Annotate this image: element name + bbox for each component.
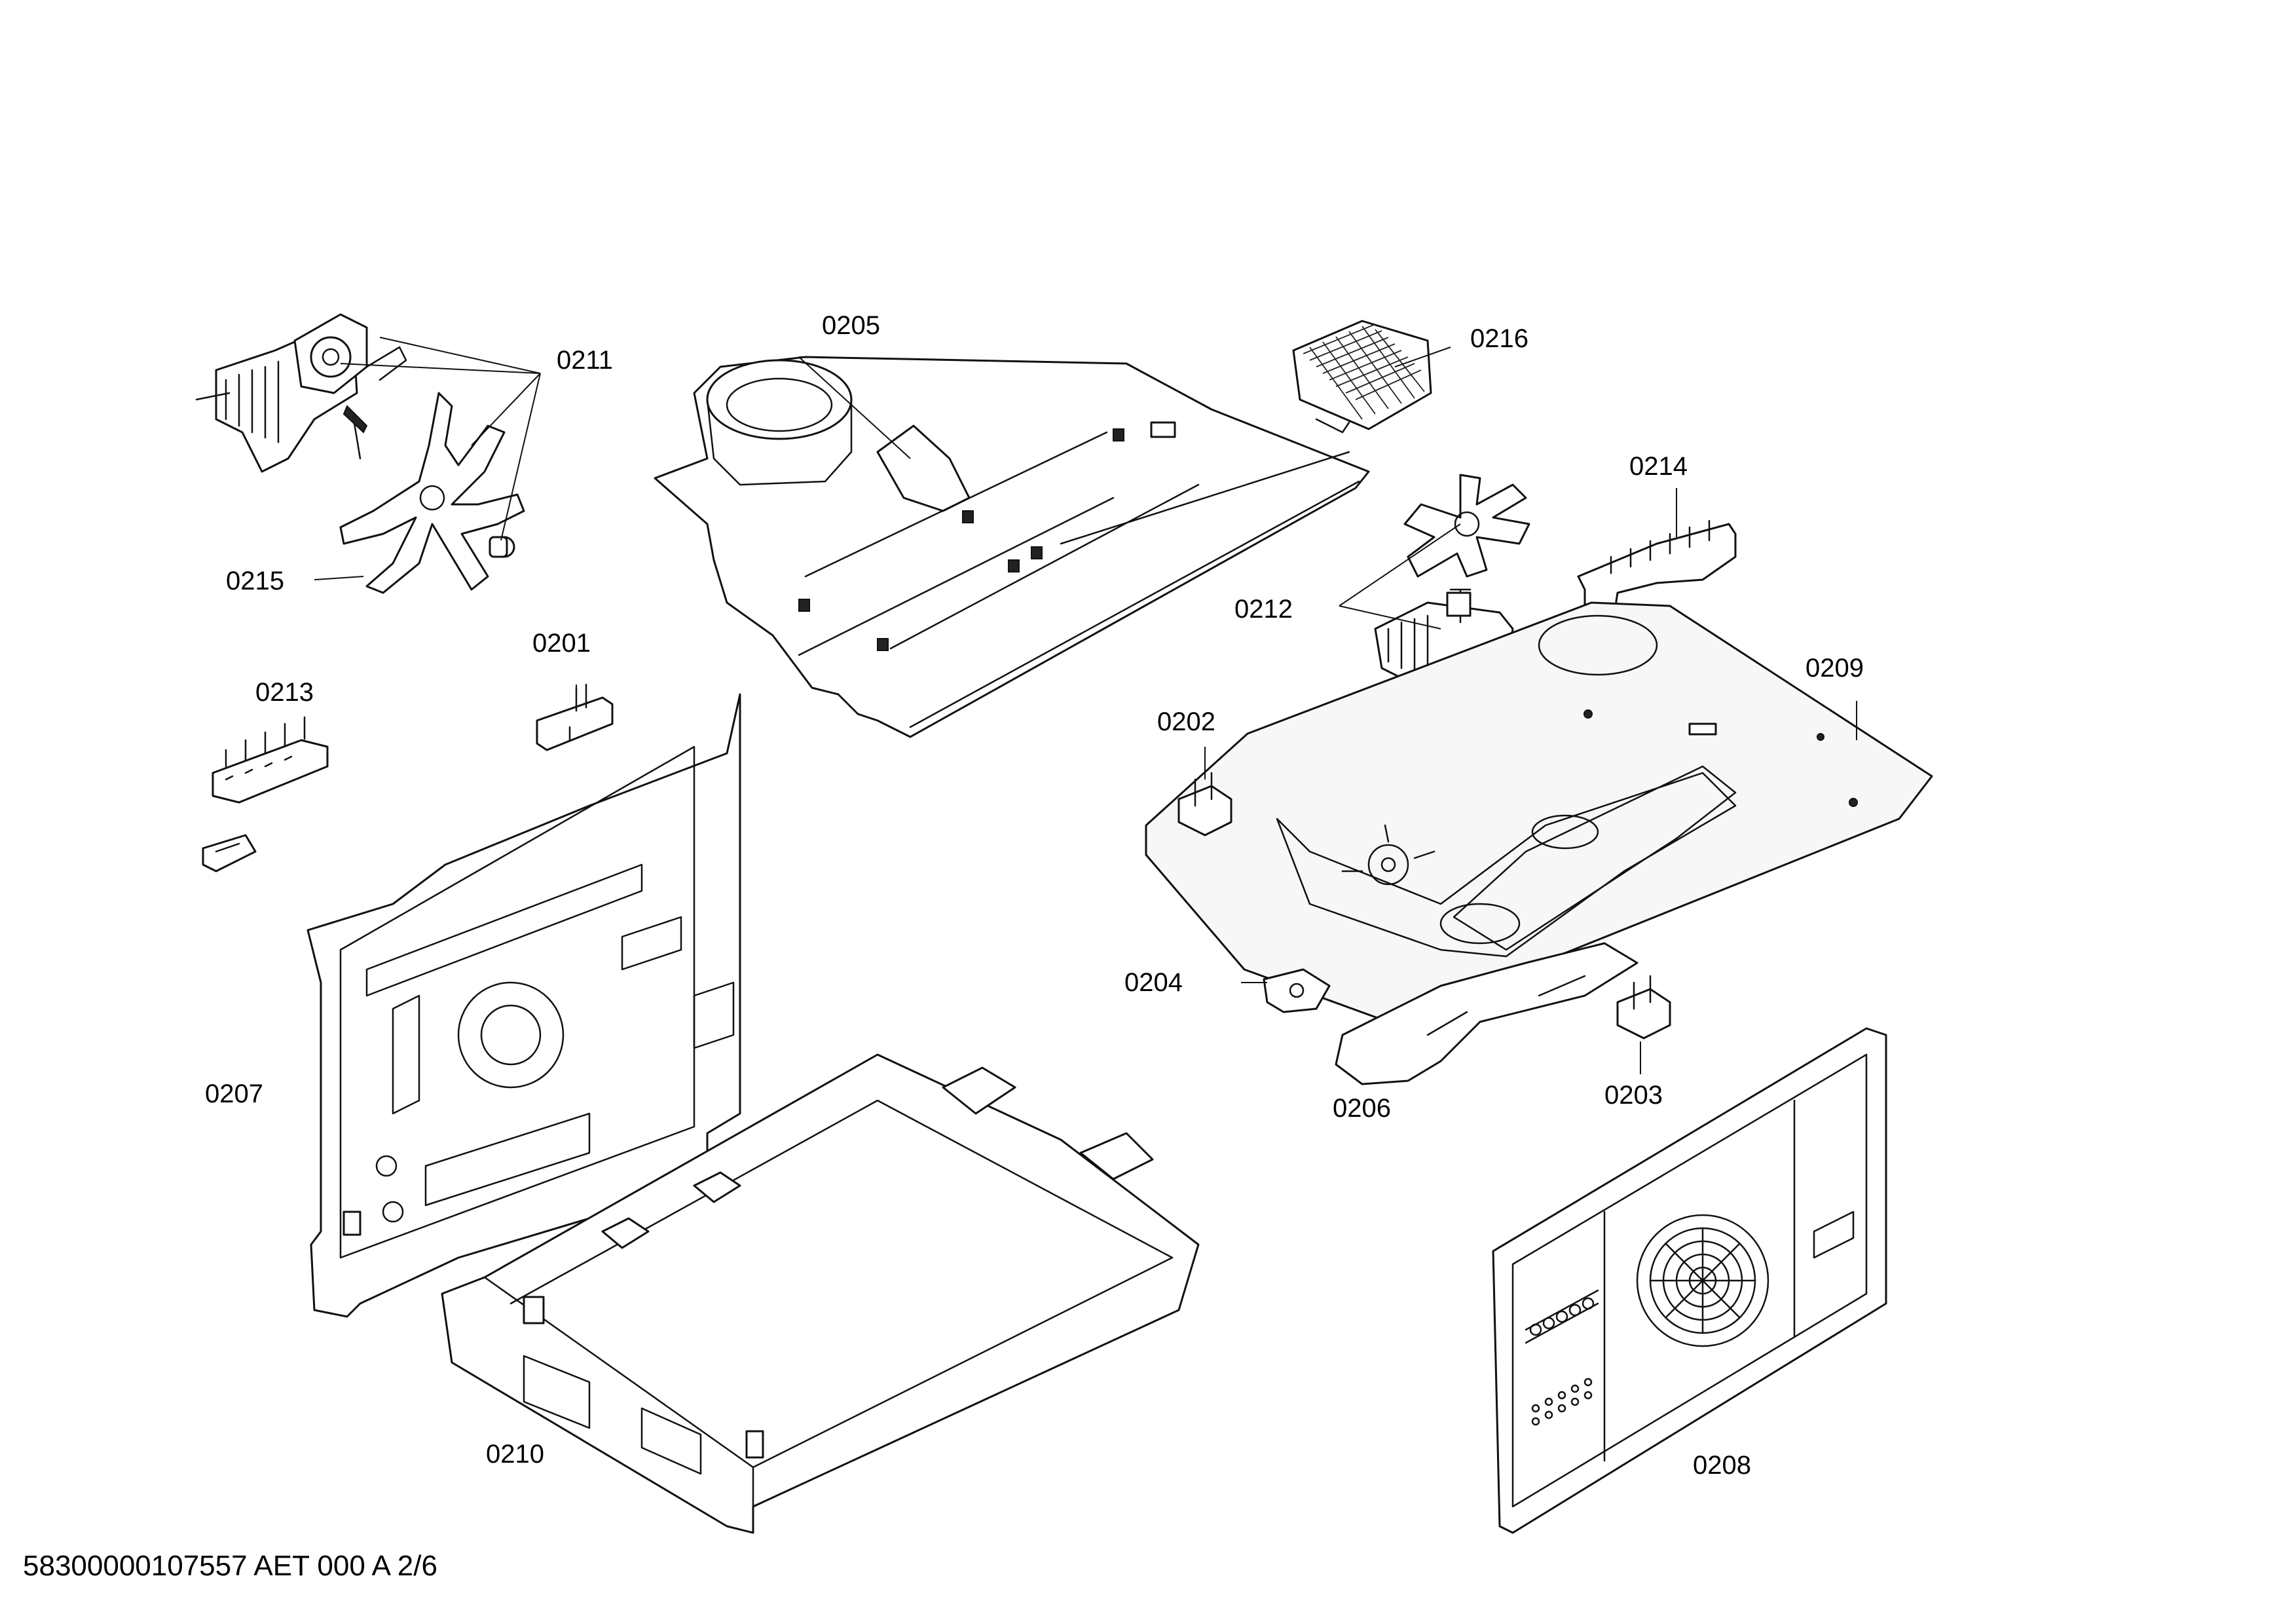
thermostat-0203 (1616, 975, 1671, 1040)
front-panel-0208 (1492, 1027, 1887, 1534)
label-0208: 0208 (1693, 1451, 1751, 1480)
part-labels: 0201 0202 0203 0204 0205 0206 0207 0208 … (205, 311, 1864, 1480)
cooling-fan-0212 (1403, 474, 1530, 578)
label-0209: 0209 (1805, 654, 1864, 683)
label-0214: 0214 (1629, 452, 1688, 481)
heating-element-0206 (1335, 942, 1639, 1085)
label-0211: 0211 (557, 346, 613, 375)
terminal-block (212, 716, 329, 804)
bottom-tray-0210 (441, 1053, 1200, 1534)
label-0203: 0203 (1604, 1081, 1663, 1110)
label-0210: 0210 (486, 1440, 544, 1469)
label-0207: 0207 (205, 1079, 263, 1108)
label-0202: 0202 (1157, 707, 1215, 736)
label-0212: 0212 (1234, 595, 1293, 624)
fan-blade (339, 392, 525, 594)
connector-clip (202, 834, 257, 873)
label-0213: 0213 (255, 678, 314, 707)
duct-cover-0205 (654, 356, 1370, 738)
leader-lines (314, 337, 1857, 1074)
label-0204: 0204 (1124, 968, 1183, 997)
fan-motor-assembly (195, 313, 407, 473)
bracket-0204 (1263, 968, 1331, 1013)
label-0216: 0216 (1470, 324, 1528, 353)
switch-0201 (536, 683, 614, 751)
label-0205: 0205 (822, 311, 880, 340)
label-0206: 0206 (1333, 1094, 1391, 1123)
fan-washer (489, 536, 508, 558)
document-id-footer: 58300000107557 AET 000 A 2/6 (23, 1550, 437, 1582)
label-0215: 0215 (226, 567, 284, 595)
grille-0216 (1292, 320, 1432, 434)
label-0201: 0201 (532, 629, 591, 658)
thermostat-0202 (1177, 772, 1232, 836)
front-panel-holes (1529, 1297, 1595, 1426)
